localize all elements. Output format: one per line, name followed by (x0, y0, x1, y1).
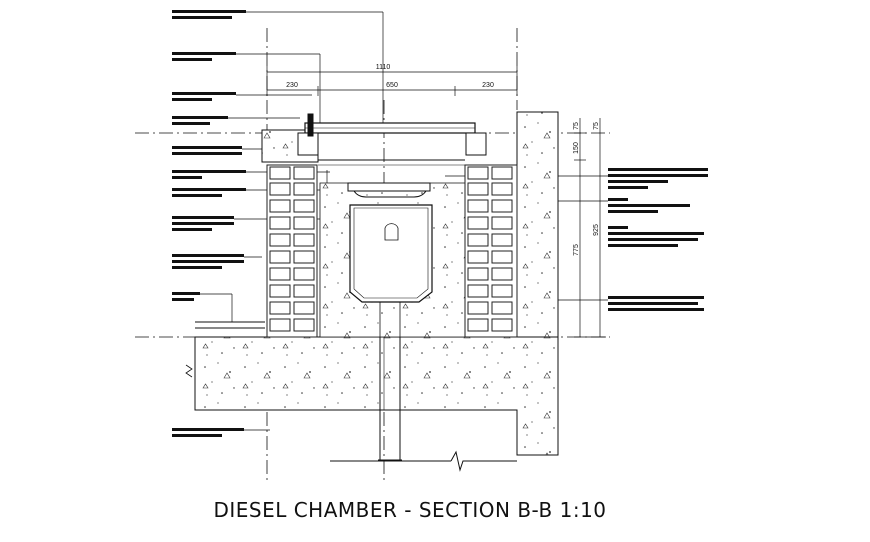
dim-left-wall: 230 (286, 82, 298, 89)
diesel-vessel (347, 182, 433, 337)
dim-overall-width: 1110 (376, 64, 391, 71)
ground-line (195, 321, 517, 472)
dim-top-2: 75 (593, 122, 600, 130)
drain-pipe (378, 337, 402, 461)
dim-right-wall: 230 (482, 82, 494, 89)
dim-top-1: 75 (573, 122, 580, 130)
left-annotations (172, 10, 386, 437)
dim-total-depth: 925 (593, 224, 600, 236)
right-concrete-wall (516, 111, 559, 338)
drawing-title: DIESEL CHAMBER - SECTION B-B 1:10 (213, 498, 607, 522)
right-brick-wall (464, 164, 518, 338)
concrete-base (185, 336, 559, 456)
dim-chamber-depth: 775 (573, 244, 580, 256)
dim-opening: 650 (386, 82, 398, 89)
left-brick-wall (266, 164, 318, 338)
manhole-cover (297, 113, 487, 166)
dim-slab: 150 (573, 142, 580, 154)
